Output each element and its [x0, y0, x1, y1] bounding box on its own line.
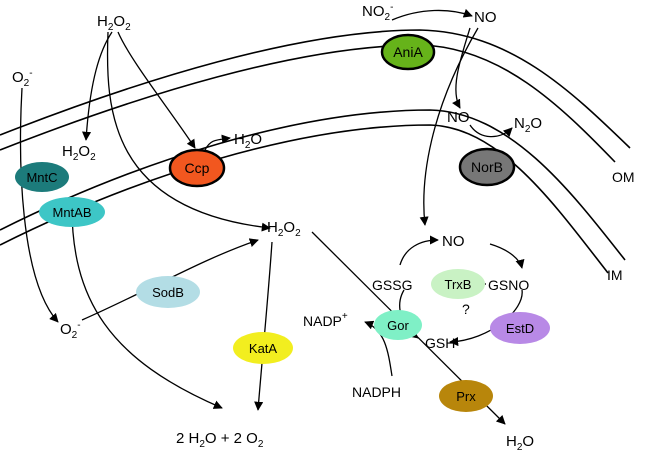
- enzyme-ania[interactable]: AniA: [380, 33, 436, 71]
- trxb-shape: [431, 269, 485, 299]
- enzyme-ccp[interactable]: Ccp: [168, 148, 226, 188]
- mntab-label: MntAB: [52, 205, 91, 220]
- h2o2-top-label: H2O2: [97, 13, 131, 33]
- mntc-label: MntC: [26, 170, 57, 185]
- enzyme-norb[interactable]: NorB: [458, 147, 516, 187]
- h2o2-periplasm-label: H2O2: [62, 143, 96, 163]
- gsno-label: GSNO: [488, 277, 529, 293]
- no2-minus-label: NO2-: [362, 2, 393, 23]
- ccp-label: Ccp: [185, 160, 210, 176]
- im-label: IM: [607, 267, 623, 283]
- no-mid-label: NO: [447, 109, 470, 126]
- no-cytoplasm-label: NO: [442, 233, 465, 250]
- enzyme-trxb[interactable]: TrxB: [431, 269, 485, 299]
- enzyme-prx[interactable]: Prx: [439, 380, 493, 412]
- norb-label: NorB: [471, 159, 503, 175]
- kata-label: KatA: [249, 341, 278, 356]
- kata-shape: [233, 332, 293, 364]
- gor-shape: [374, 310, 422, 340]
- inner-membrane: [0, 109, 626, 274]
- nadph-label: NADPH: [352, 384, 401, 400]
- norb-shape: [458, 147, 516, 187]
- enzyme-mntc[interactable]: MntC: [15, 162, 69, 192]
- enzyme-gor[interactable]: Gor: [374, 310, 422, 340]
- ccp-shape: [168, 148, 226, 188]
- gor-label: Gor: [387, 318, 409, 333]
- ania-label: AniA: [393, 44, 423, 60]
- h2o-ccp-label: H2O: [234, 131, 262, 151]
- trxb-label: TrxB: [445, 277, 472, 292]
- sodb-label: SodB: [152, 285, 184, 300]
- gssg-label: GSSG: [372, 277, 412, 293]
- om-label: OM: [612, 169, 635, 185]
- estd-label: EstD: [506, 321, 534, 336]
- outer-membrane: [0, 29, 631, 163]
- gsh-label: GSH: [425, 335, 455, 351]
- ania-shape: [380, 33, 436, 71]
- products-label: 2 H2O + 2 O2: [176, 430, 264, 450]
- sodb-shape: [136, 276, 200, 308]
- prx-label: Prx: [456, 389, 476, 404]
- nadp-plus-label: NADP+: [303, 311, 348, 329]
- o2-minus-left-label: O2-: [12, 68, 33, 89]
- enzyme-estd[interactable]: EstD: [490, 312, 550, 344]
- enzyme-sodb[interactable]: SodB: [136, 276, 200, 308]
- mntc-shape: [15, 162, 69, 192]
- h2o2-cytoplasm-label: H2O2: [267, 219, 301, 239]
- estd-shape: [490, 312, 550, 344]
- n2o-label: N2O: [514, 115, 542, 135]
- mntab-shape: [39, 197, 105, 227]
- no-top-label: NO: [474, 9, 497, 26]
- h2o-prx-label: H2O: [506, 433, 534, 453]
- enzyme-mntab[interactable]: MntAB: [39, 197, 105, 227]
- prx-shape: [439, 380, 493, 412]
- o2-minus-cytoplasm-label: O2-: [60, 320, 81, 341]
- enzyme-kata[interactable]: KatA: [233, 332, 293, 364]
- question-mark: ?: [462, 301, 470, 317]
